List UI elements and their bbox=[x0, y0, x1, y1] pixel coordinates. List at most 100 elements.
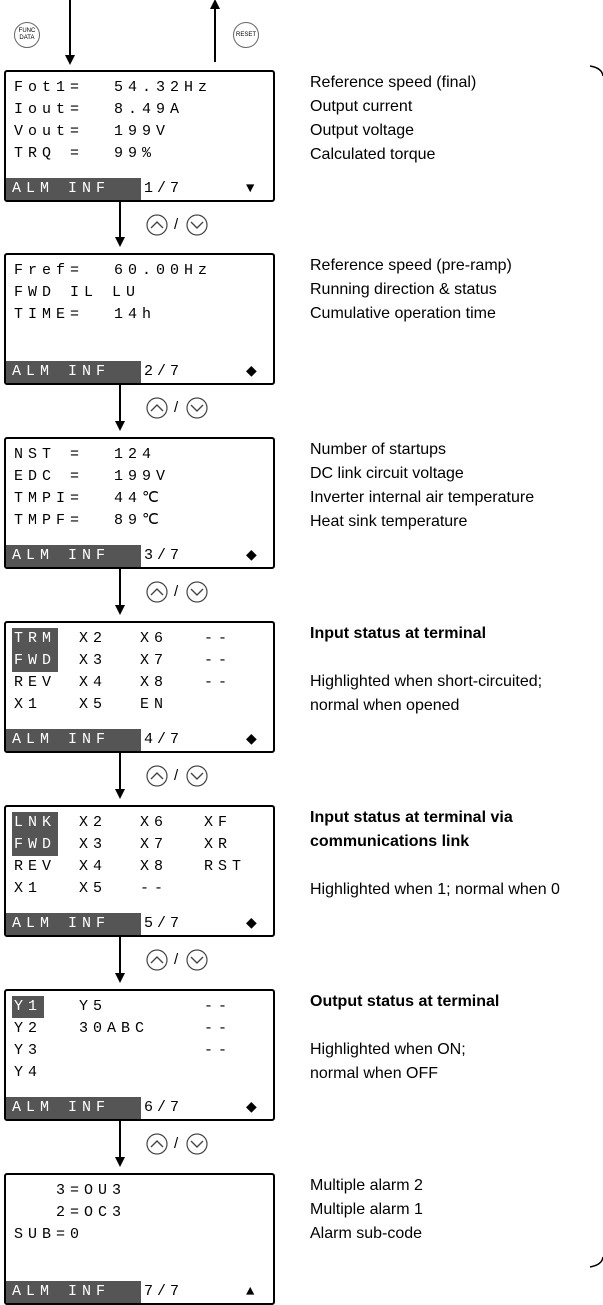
alm-inf-label: ALM INF bbox=[6, 1097, 141, 1119]
lcd-cell: Y1 bbox=[12, 996, 45, 1018]
diamond-icon: ◆ bbox=[246, 732, 257, 748]
lcd-line: Y3-- bbox=[14, 1040, 273, 1062]
lcd-line: EDC =199V bbox=[14, 466, 273, 488]
down-key-icon[interactable] bbox=[186, 214, 208, 238]
lcd-cell: Vout= bbox=[14, 123, 85, 140]
reset-key-icon[interactable]: RESET bbox=[233, 22, 259, 48]
lcd-cell: -- bbox=[204, 1020, 233, 1037]
description-line: Multiple alarm 2 bbox=[310, 1177, 423, 1194]
down-key-icon[interactable] bbox=[186, 581, 208, 605]
down-key-icon[interactable] bbox=[186, 765, 208, 789]
lcd-line: Y2 30ABC -- bbox=[14, 1018, 273, 1040]
lcd-cell: 14h bbox=[114, 306, 157, 323]
lcd-cell: X2 bbox=[79, 630, 108, 647]
lcd-cell: X3 bbox=[79, 836, 108, 853]
description-line: Cumulative operation time bbox=[310, 305, 496, 322]
lcd-cell: 8.49A bbox=[114, 101, 185, 118]
lcd-line: 2=OC3 bbox=[14, 1202, 273, 1224]
page-indicator: 4/7 bbox=[144, 731, 184, 748]
page-indicator: 3/7 bbox=[144, 547, 184, 564]
diamond-icon: ◆ bbox=[246, 548, 257, 564]
lcd-cell: -- bbox=[204, 998, 233, 1015]
lcd-cell: LNK bbox=[12, 812, 59, 834]
description-line: Alarm sub-code bbox=[310, 1225, 423, 1242]
nav-separator: / bbox=[174, 1135, 179, 1152]
lcd-cell: SUB=0 bbox=[14, 1226, 85, 1243]
spacer bbox=[310, 1014, 499, 1038]
lcd-line: 3=OU3 bbox=[14, 1180, 273, 1202]
up-key-icon[interactable] bbox=[146, 1133, 168, 1157]
lcd-cell: FWD bbox=[12, 834, 59, 856]
lcd-cell: -- bbox=[204, 1042, 233, 1059]
up-key-icon[interactable] bbox=[146, 397, 168, 421]
lcd-line: TMPI=44℃ bbox=[14, 488, 273, 510]
nav-separator: / bbox=[174, 583, 179, 600]
description-title: Output status at terminal bbox=[310, 993, 500, 1010]
down-key-icon[interactable] bbox=[186, 1133, 208, 1157]
description-line: Output voltage bbox=[310, 122, 415, 139]
lcd-cell: TRM bbox=[12, 628, 59, 650]
lcd-line: NST =124 bbox=[14, 444, 273, 466]
description-line: Calculated torque bbox=[310, 146, 436, 163]
lcd-cell: X4 bbox=[79, 674, 108, 691]
lcd-line: TRQ = 99% bbox=[14, 143, 273, 165]
description-line: Number of startups bbox=[310, 441, 447, 458]
page-indicator: 6/7 bbox=[144, 1099, 184, 1116]
alm-inf-label: ALM INF bbox=[6, 178, 141, 200]
description-line: Highlighted when 1; normal when 0 bbox=[310, 881, 560, 898]
lcd-cell: X6 bbox=[140, 814, 169, 831]
lcd-cell: X5 bbox=[79, 880, 108, 897]
description-line: Multiple alarm 1 bbox=[310, 1201, 423, 1218]
lcd-cell: 60.00Hz bbox=[114, 262, 213, 279]
lcd-cell: X4 bbox=[79, 858, 108, 875]
lcd-cell: 99% bbox=[114, 145, 157, 162]
down-key-icon[interactable] bbox=[186, 397, 208, 421]
up-key-icon[interactable] bbox=[146, 949, 168, 973]
description-title: Input status at terminal via bbox=[310, 809, 513, 826]
lcd-cell: XF bbox=[204, 814, 233, 831]
lcd-cell: 30ABC bbox=[79, 1020, 150, 1037]
lcd-cell: X2 bbox=[79, 814, 108, 831]
description-line: Reference speed (pre-ramp) bbox=[310, 257, 512, 274]
down-key-icon[interactable] bbox=[186, 949, 208, 973]
lcd-cell: X1 bbox=[14, 880, 43, 897]
lcd-cell: X3 bbox=[79, 652, 108, 669]
page-indicator: 5/7 bbox=[144, 915, 184, 932]
lcd-line bbox=[14, 326, 273, 348]
lcd-cell: RST bbox=[204, 858, 247, 875]
nav-separator: / bbox=[174, 767, 179, 784]
description-line: Inverter internal air temperature bbox=[310, 489, 535, 506]
description-line: Highlighted when ON; bbox=[310, 1041, 466, 1058]
lcd-cell: 2=OC3 bbox=[14, 1204, 127, 1221]
up-key-icon[interactable] bbox=[146, 581, 168, 605]
lcd-cell: TRQ = bbox=[14, 145, 85, 162]
lcd-line: Y4 bbox=[14, 1062, 273, 1084]
lcd-line: FWD IL LU bbox=[14, 282, 273, 304]
up-key-icon[interactable] bbox=[146, 214, 168, 238]
up-key-icon[interactable] bbox=[146, 765, 168, 789]
lcd-cell: Iout= bbox=[14, 101, 85, 118]
lcd-cell: -- bbox=[204, 630, 233, 647]
lcd-cell: Y2 bbox=[14, 1020, 43, 1037]
alm-inf-label: ALM INF bbox=[6, 913, 141, 935]
lcd-line: Vout=199V bbox=[14, 121, 273, 143]
lcd-cell: Fref= bbox=[14, 262, 85, 279]
